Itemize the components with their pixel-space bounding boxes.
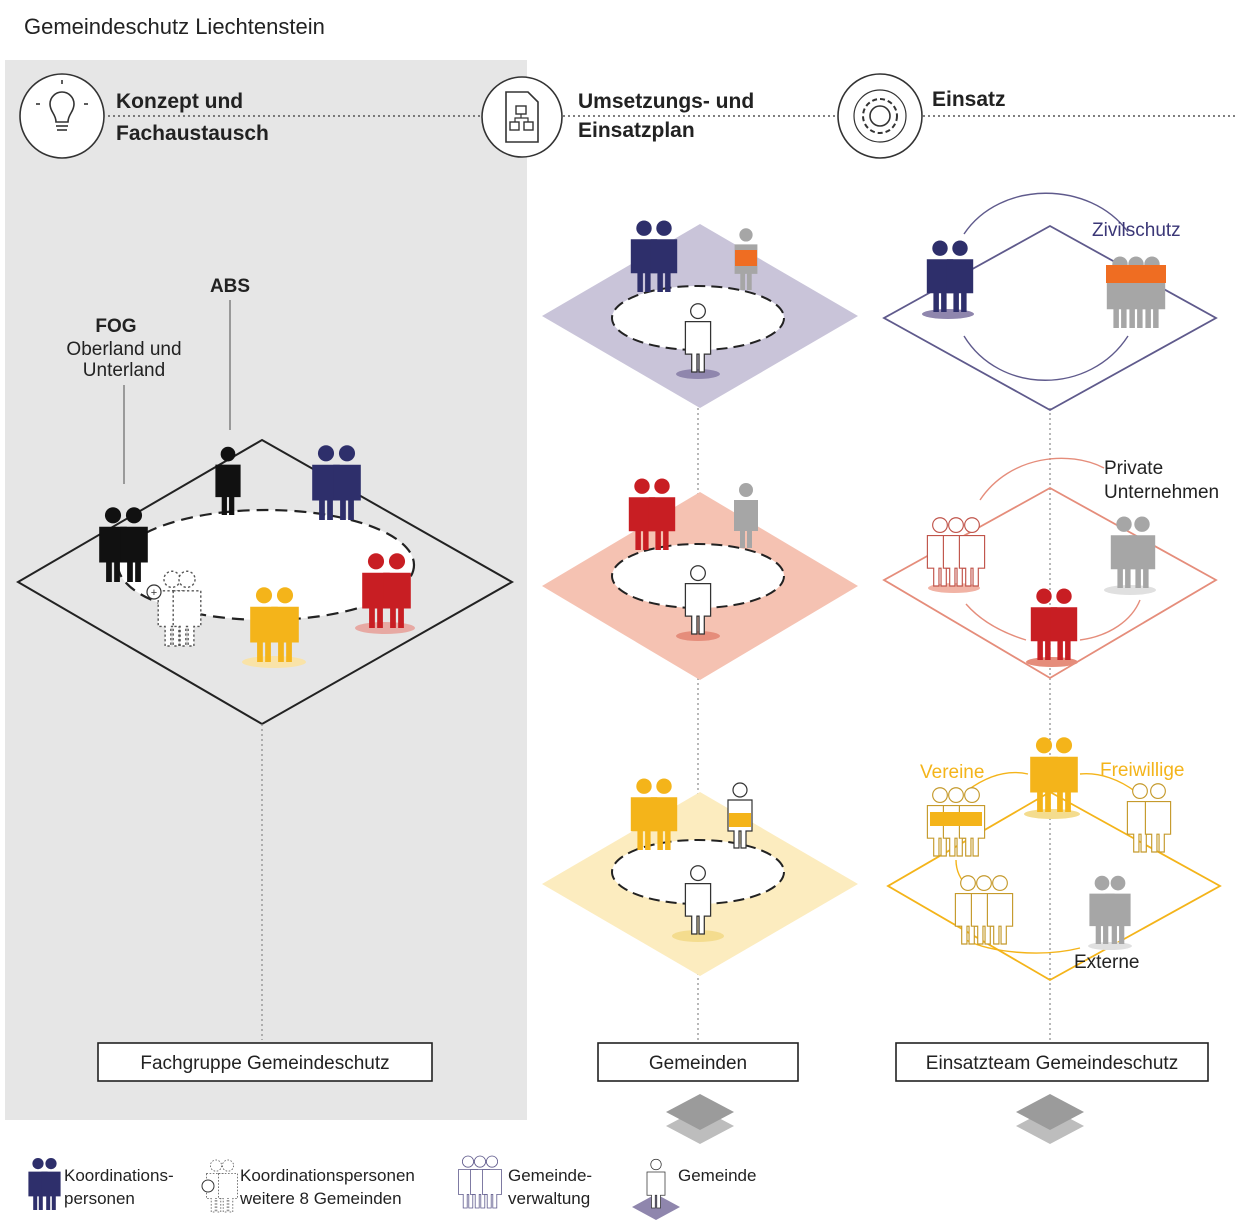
einsatzteam-label: Einsatzteam Gemeindeschutz <box>926 1053 1178 1074</box>
page-title: Gemeindeschutz Liechtenstein <box>24 14 325 39</box>
abs-label: ABS <box>210 276 250 297</box>
legend-coordinators-line2: personen <box>64 1189 135 1208</box>
administration-group-icon <box>926 517 986 587</box>
gemeinden-label: Gemeinden <box>649 1053 747 1074</box>
svg-text:+: + <box>151 587 157 599</box>
legend-administration-icon <box>457 1155 503 1209</box>
fachgruppe-box <box>97 1042 433 1082</box>
phase-1-title-line2: Fachaustausch <box>116 122 269 145</box>
red-pair-icon <box>1030 588 1078 660</box>
zivilschutz-label: Zivilschutz <box>1092 220 1181 241</box>
legend-municipality-icon <box>632 1158 680 1220</box>
freiwillige-label: Freiwillige <box>1100 760 1184 781</box>
yellow-pair-icon <box>1030 737 1078 812</box>
fog-label: FOG <box>95 316 136 337</box>
administration-group-icon <box>954 875 1014 945</box>
navy-pair-icon <box>926 240 974 312</box>
phase-1-title-line1: Konzept und <box>116 90 243 113</box>
legend-other-coordinators-line1: Koordinationspersonen <box>240 1166 415 1185</box>
legend-coordinators-icon <box>28 1158 61 1210</box>
private-label-line2: Unternehmen <box>1104 482 1219 503</box>
flowchart-document-icon <box>481 76 563 158</box>
civil-protection-group-icon <box>1106 256 1166 328</box>
legend-administration-line2: verwaltung <box>508 1189 590 1208</box>
fog-sub-label-1: Oberland und <box>66 339 181 360</box>
legend-coordinators-line1: Koordinations- <box>64 1166 174 1185</box>
fachgruppe-label: Fachgruppe Gemeindeschutz <box>140 1053 389 1074</box>
civil-protection-person-icon <box>734 228 758 290</box>
volunteers-icon <box>1126 783 1172 853</box>
externe-label: Externe <box>1074 952 1139 973</box>
legend-other-coordinators-line2: weitere 8 Gemeinden <box>239 1189 402 1208</box>
phase-2-title-line1: Umsetzungs- und <box>578 90 754 113</box>
gear-icon <box>837 73 923 159</box>
private-label-line1: Private <box>1104 458 1163 479</box>
legend-administration-line1: Gemeinde- <box>508 1166 592 1185</box>
lightbulb-icon <box>19 73 105 159</box>
external-pair-icon <box>1089 875 1131 944</box>
phase-3-title: Einsatz <box>932 88 1006 111</box>
einsatzteam-box <box>895 1042 1209 1082</box>
legend-municipality-label: Gemeinde <box>678 1166 756 1185</box>
private-companies-icon <box>1110 516 1156 588</box>
gemeinden-box <box>597 1042 799 1082</box>
fog-sub-label-2: Unterland <box>83 360 165 381</box>
layers-icon <box>666 1094 734 1144</box>
municipality-administration-icon <box>727 782 753 849</box>
vereine-label: Vereine <box>920 762 984 783</box>
phase-2-title-line2: Einsatzplan <box>578 119 695 142</box>
layers-icon <box>1016 1094 1084 1144</box>
